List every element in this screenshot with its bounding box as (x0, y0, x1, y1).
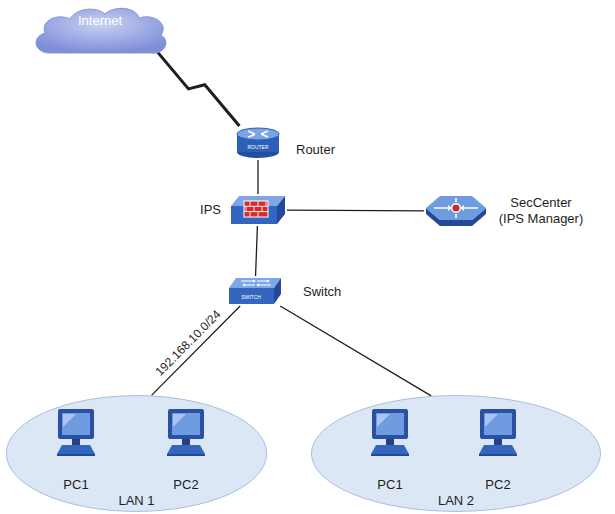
network-link (257, 160, 258, 194)
sec-icon (424, 194, 488, 228)
internet-cloud: Internet (30, 5, 170, 57)
node-label: LAN 1 (5, 493, 268, 509)
pc-node: PC2 (162, 407, 210, 493)
node-label: IPS (200, 202, 221, 218)
node-label: PC1 (366, 477, 414, 493)
network-link (280, 306, 431, 396)
node-label: Router (296, 142, 335, 158)
node-label: LAN 2 (310, 493, 602, 509)
network-link (287, 209, 424, 211)
pc-node: PC1 (366, 407, 414, 493)
network-link (256, 226, 258, 276)
pc-node: PC1 (52, 407, 100, 493)
lan-ellipse: LAN 2PC1 PC2 (310, 395, 602, 512)
node-label: SecCenter (IPS Manager) (498, 195, 584, 227)
router-node: Router (235, 126, 281, 160)
node-label: PC2 (162, 477, 210, 493)
wan-link (154, 48, 240, 126)
switch-node: Switch (227, 276, 283, 306)
subnet-label: 192.168.10.0/24 (151, 306, 225, 380)
network-link (151, 306, 240, 395)
node-label: PC1 (52, 477, 100, 493)
node-label: Switch (303, 284, 341, 300)
pc-icon (368, 407, 412, 457)
internet-cloud-outline (30, 5, 170, 57)
pc-icon (476, 407, 520, 457)
router-icon (235, 126, 281, 160)
pc-icon (164, 407, 208, 457)
pc-node: PC2 (474, 407, 522, 493)
ips-icon (229, 194, 287, 226)
switch-icon (227, 276, 283, 306)
lan-ellipse: LAN 1PC1 PC2 (5, 395, 268, 512)
pc-icon (54, 407, 98, 457)
ips-node: IPS (229, 194, 287, 226)
node-label: PC2 (474, 477, 522, 493)
seccenter-node: SecCenter (IPS Manager) (424, 194, 488, 228)
node-label: Internet (30, 13, 170, 29)
